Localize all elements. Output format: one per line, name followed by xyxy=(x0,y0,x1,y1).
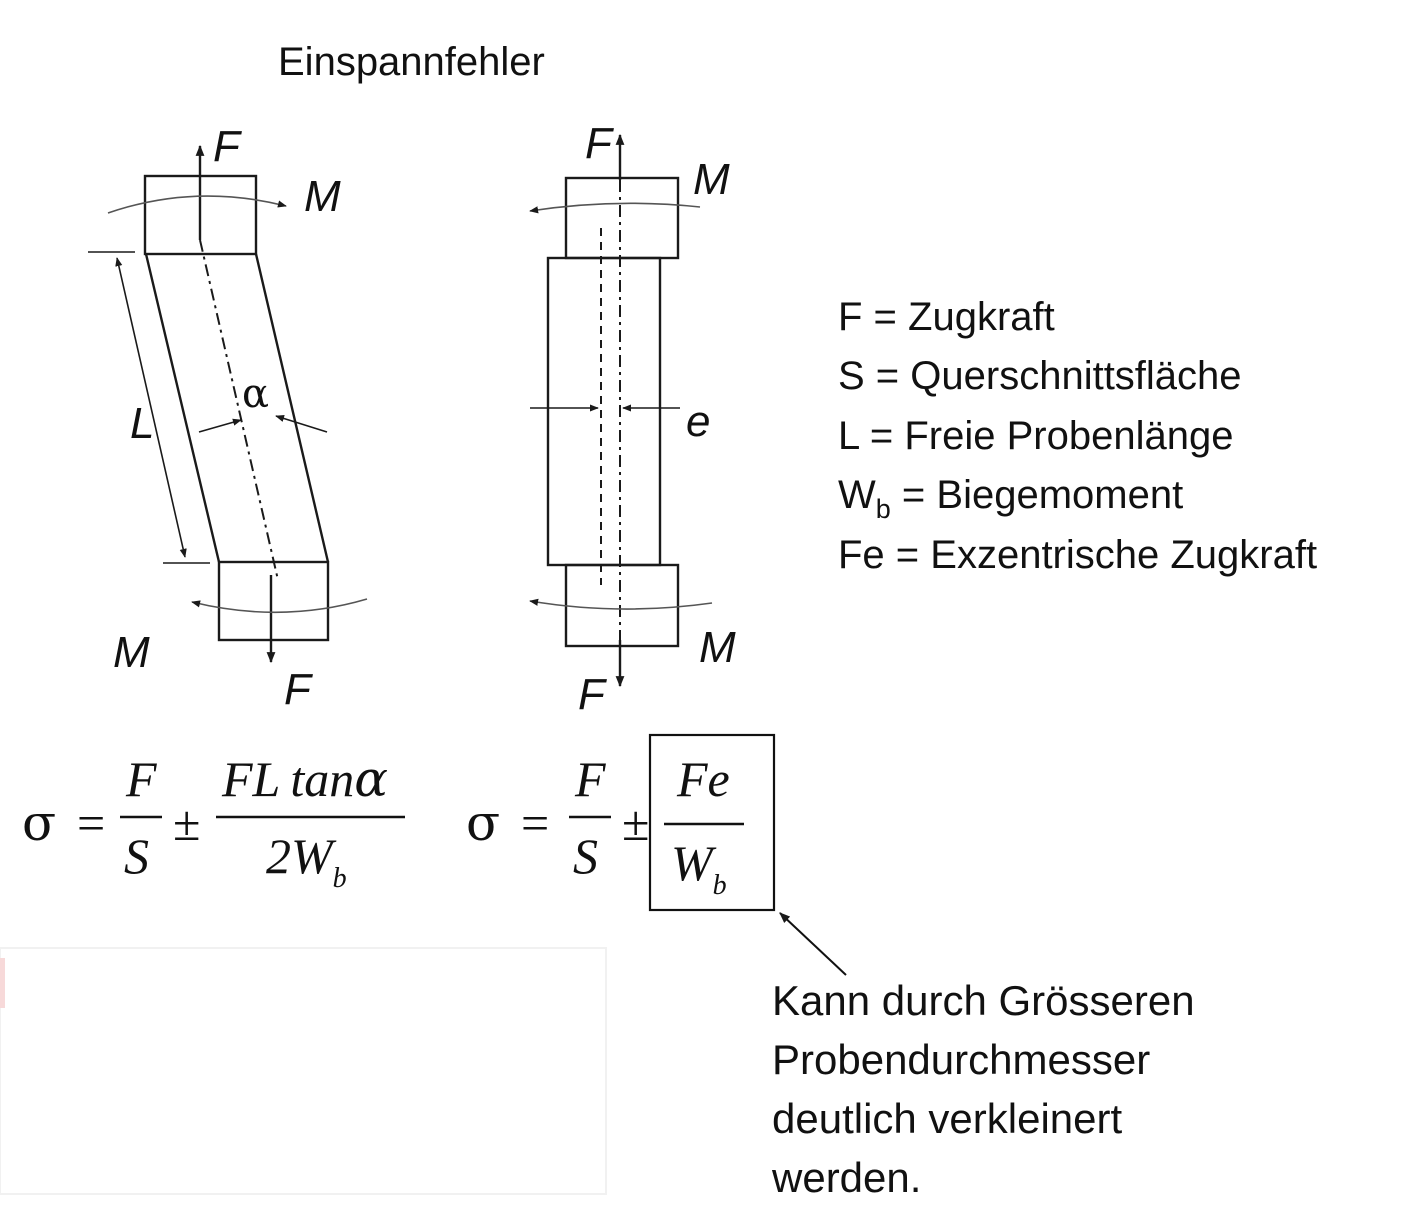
equation-lhs: σ xyxy=(22,794,56,852)
equation-lhs: σ xyxy=(466,794,500,852)
faded-background-box xyxy=(0,947,607,1195)
fraction1-numerator: F xyxy=(574,751,606,807)
faded-mark xyxy=(0,958,5,1008)
specimen-eccentric-misalignment: F M e M F xyxy=(529,119,736,719)
legend-item: F = Zugkraft xyxy=(838,295,1055,339)
faded-box-border xyxy=(0,947,607,1195)
note-line: werden. xyxy=(771,1154,921,1201)
fraction1-denominator: S xyxy=(124,828,149,884)
label-moment-top: M xyxy=(693,155,730,204)
callout-arrow xyxy=(779,912,847,976)
moment-arc-top xyxy=(529,202,701,214)
angle-arrow-right xyxy=(275,414,328,433)
equals-sign: = xyxy=(521,795,549,851)
specimen-angular-misalignment: F M L α M F xyxy=(88,122,368,714)
plus-minus: ± xyxy=(622,795,649,851)
highlight-box xyxy=(648,733,776,912)
label-length: L xyxy=(130,399,154,448)
fraction1-numerator: F xyxy=(125,751,157,807)
moment-arc-bottom xyxy=(191,598,368,614)
equation-eccentric: σ = F S ± Fe Wb xyxy=(466,733,776,912)
note-line: Probendurchmesser xyxy=(772,1036,1150,1083)
upper-grip xyxy=(564,176,680,260)
lower-grip xyxy=(564,563,680,648)
equals-sign: = xyxy=(77,795,105,851)
plus-minus: ± xyxy=(173,795,200,851)
lower-grip xyxy=(217,560,330,642)
specimen-edge-right xyxy=(254,253,330,563)
fraction2-denominator: 2Wb xyxy=(266,828,347,894)
moment-arc-bottom xyxy=(529,598,713,610)
fraction2-denominator: Wb xyxy=(671,835,727,901)
label-force-bottom: F xyxy=(284,665,313,714)
legend-item: Wb = Biegemoment xyxy=(838,473,1183,524)
label-force-top: F xyxy=(585,119,614,168)
label-force-top: F xyxy=(213,122,242,171)
diagram-title: Einspannfehler xyxy=(278,40,545,84)
symbol-legend: F = Zugkraft S = Querschnittsfläche L = … xyxy=(838,295,1317,577)
fraction1-denominator: S xyxy=(573,828,598,884)
label-force-bottom: F xyxy=(578,670,607,719)
fraction2-numerator: Fe xyxy=(676,751,730,807)
note-line: deutlich verkleinert xyxy=(772,1095,1123,1142)
legend-item: L = Freie Probenlänge xyxy=(838,414,1233,458)
label-eccentricity: e xyxy=(686,397,710,446)
label-moment-bottom: M xyxy=(699,623,736,672)
specimen-body xyxy=(546,256,662,567)
note-line: Kann durch Grösseren xyxy=(772,977,1195,1024)
legend-item: Fe = Exzentrische Zugkraft xyxy=(838,533,1317,577)
specimen-edge-left xyxy=(144,253,221,563)
label-moment-top: M xyxy=(304,172,341,221)
moment-arc-top xyxy=(107,195,287,214)
dimension-line-length xyxy=(115,257,187,558)
label-angle: α xyxy=(242,371,269,417)
specimen-axis xyxy=(199,239,279,581)
callout-note: Kann durch Grösseren Probendurchmesser d… xyxy=(771,977,1195,1201)
angle-arrow-left xyxy=(198,418,242,433)
legend-item: S = Querschnittsfläche xyxy=(838,354,1242,398)
label-moment-bottom: M xyxy=(113,628,150,677)
